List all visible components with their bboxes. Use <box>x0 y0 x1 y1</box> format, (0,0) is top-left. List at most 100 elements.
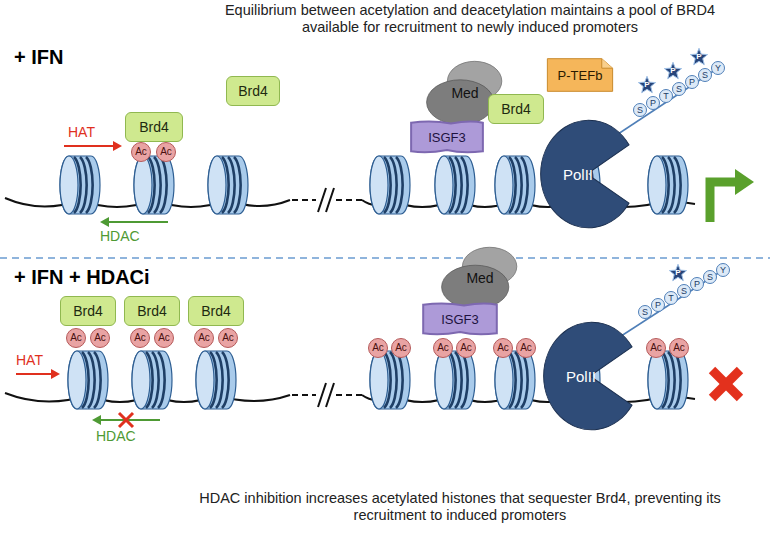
ctd-residue: Y <box>716 263 730 277</box>
ctd-residue: S <box>638 305 652 319</box>
node-label: P <box>655 301 661 310</box>
ctd-residue: P <box>685 75 699 89</box>
phospho-star: P <box>638 76 656 94</box>
node-label: Ac <box>94 333 106 343</box>
acetyl-mark: Ac <box>493 338 513 358</box>
node-label: S <box>637 106 643 115</box>
ctd-residue: T <box>664 291 678 305</box>
node-label: Brd4 <box>73 304 103 318</box>
ctd-residue: S <box>703 270 717 284</box>
brd4-box: Brd4 <box>124 296 180 326</box>
acetyl-mark: Ac <box>154 328 174 348</box>
phospho-star: P <box>664 62 682 80</box>
node-label: Brd4 <box>139 120 169 134</box>
acetyl-mark: Ac <box>218 328 238 348</box>
node-label: Ac <box>198 333 210 343</box>
node-label: Y <box>720 266 726 275</box>
acetyl-mark: Ac <box>456 338 476 358</box>
ptefb-box: P-TEFb <box>546 58 614 92</box>
acetyl-mark: Ac <box>368 338 388 358</box>
node-label: Brd4 <box>501 102 531 116</box>
brd4-box: Brd4 <box>488 94 544 124</box>
acetyl-mark: Ac <box>194 328 214 348</box>
node-label: Ac <box>650 343 662 353</box>
node-label: Med <box>451 86 478 100</box>
node-label: Ac <box>395 343 407 353</box>
ctd-residue: S <box>677 284 691 298</box>
node-label: Brd4 <box>137 304 167 318</box>
acetyl-mark: Ac <box>131 142 151 162</box>
enzyme-label: HDAC <box>100 228 140 244</box>
phospho-star: P <box>690 48 708 66</box>
acetyl-mark: Ac <box>90 328 110 348</box>
node-label: Ac <box>70 333 82 343</box>
mediator-complex: Med <box>440 246 520 310</box>
node-label: PolII <box>566 369 596 384</box>
panel-divider <box>0 257 770 259</box>
isgf3-complex: ISGF3 <box>420 302 500 336</box>
node-label: S <box>702 71 708 80</box>
node-label: ISGF3 <box>428 131 466 144</box>
node-label: Brd4 <box>201 304 231 318</box>
enzyme-label: HDAC <box>96 428 136 444</box>
node-label: P <box>650 99 656 108</box>
enzyme-label: HAT <box>16 352 43 368</box>
caption: HDAC inhibition increases acetylated his… <box>170 490 750 525</box>
node-label: Ac <box>134 333 146 343</box>
acetyl-mark: Ac <box>391 338 411 358</box>
transcription-blocked-cross <box>712 370 740 398</box>
node-label: P-TEFb <box>558 69 603 82</box>
brd4-box: Brd4 <box>188 296 244 326</box>
node-label: Ac <box>135 147 147 157</box>
brd4-box: Brd4 <box>125 112 183 142</box>
node-label: Ac <box>222 333 234 343</box>
acetyl-mark: Ac <box>433 338 453 358</box>
isgf3-complex: ISGF3 <box>408 120 486 154</box>
node-label: P <box>696 53 701 61</box>
node-label: Ac <box>520 343 532 353</box>
node-label: S <box>707 273 713 282</box>
node-label: Ac <box>372 343 384 353</box>
ctd-residue: S <box>633 103 647 117</box>
ctd-tail <box>612 68 718 138</box>
node-label: P <box>644 81 649 89</box>
pol-ii: PolII <box>538 320 638 432</box>
condition-label: + IFN <box>14 46 63 69</box>
acetyl-mark: Ac <box>156 142 176 162</box>
node-label: T <box>663 92 669 101</box>
node-label: P <box>689 78 695 87</box>
node-label: Y <box>715 64 721 73</box>
node-label: Ac <box>160 147 172 157</box>
node-label: Ac <box>437 343 449 353</box>
node-label: Ac <box>158 333 170 343</box>
acetyl-mark: Ac <box>516 338 536 358</box>
acetyl-mark: Ac <box>130 328 150 348</box>
ctd-residue: P <box>646 96 660 110</box>
enzyme-label: HAT <box>68 124 95 140</box>
brd4-box: Brd4 <box>226 76 280 106</box>
acetyl-mark: Ac <box>669 338 689 358</box>
node-label: Ac <box>673 343 685 353</box>
phospho-star: P <box>669 264 687 282</box>
hat-arrow <box>16 141 122 379</box>
condition-label: + IFN + HDACi <box>14 266 150 289</box>
node-label: Brd4 <box>238 84 268 98</box>
pol-ii: PolII <box>535 118 635 230</box>
node-label: Ac <box>497 343 509 353</box>
ctd-tail <box>615 270 723 340</box>
node-label: Ac <box>460 343 472 353</box>
ctd-residue: P <box>690 277 704 291</box>
node-label: P <box>675 269 680 277</box>
brd4-box: Brd4 <box>60 296 116 326</box>
node-label: PolII <box>563 167 593 182</box>
title: Equilibrium between acetylation and deac… <box>205 2 735 37</box>
ctd-residue: T <box>659 89 673 103</box>
inhibition-cross <box>119 413 133 427</box>
node-label: S <box>642 308 648 317</box>
ctd-residue: P <box>651 298 665 312</box>
acetyl-mark: Ac <box>646 338 666 358</box>
ctd-residue: S <box>698 68 712 82</box>
node-label: S <box>681 287 687 296</box>
node-label: S <box>676 85 682 94</box>
node-label: P <box>694 280 700 289</box>
